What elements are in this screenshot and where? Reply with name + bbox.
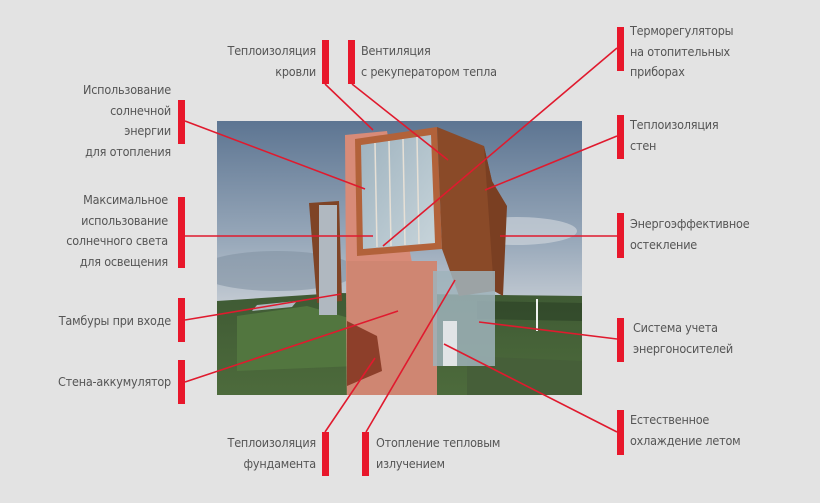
label-line: энергии — [124, 123, 171, 138]
label-metering: Система учета энергоносителей — [633, 318, 733, 359]
label-line: для отопления — [85, 143, 171, 159]
label-line: Стена-аккумулятор — [57, 374, 171, 389]
label-line: охлаждение летом — [630, 432, 741, 448]
label-line: Теплоизоляция — [630, 117, 719, 132]
label-line: Теплоизоляция — [227, 43, 317, 58]
label-line: Использование — [82, 82, 171, 97]
marker-bar-natural-cooling — [617, 410, 624, 455]
label-line: солнечной — [110, 102, 171, 118]
label-ventilation: Вентиляция с рекуператором тепла — [361, 41, 497, 82]
label-line: остекление — [630, 236, 698, 252]
label-line: фундамента — [243, 455, 317, 471]
label-line: Отопление тепловым — [376, 435, 501, 450]
marker-bar-roof-insulation — [322, 40, 329, 84]
label-line: для освещения — [79, 253, 168, 269]
label-vestibules: Тамбуры при входе — [59, 311, 171, 332]
label-line: кровли — [275, 63, 316, 79]
label-wall-insulation: Теплоизоляция стен — [630, 115, 719, 156]
label-solar-heating: Использование солнечной энергии для отоп… — [83, 80, 171, 162]
label-line: Тамбуры при входе — [58, 313, 171, 328]
marker-bar-metering — [617, 318, 624, 362]
label-line: на отопительных — [630, 43, 730, 59]
label-radiant-heating: Отопление тепловым излучением — [376, 433, 500, 474]
label-line: солнечного света — [66, 233, 168, 248]
label-line: Энергоэффективное — [630, 216, 750, 231]
marker-bar-wall-insulation — [617, 115, 624, 159]
label-roof-insulation: Теплоизоляция кровли — [227, 41, 317, 82]
marker-bar-ventilation — [348, 40, 355, 84]
label-line: Максимальное — [83, 192, 168, 207]
label-line: стен — [630, 137, 657, 153]
building-illustration — [217, 121, 582, 395]
marker-bar-foundation-insulation — [322, 432, 329, 476]
label-line: приборах — [630, 64, 685, 79]
marker-bar-solar-heating — [178, 100, 185, 144]
label-accumulator-wall: Стена-аккумулятор — [58, 372, 171, 393]
label-daylight: Максимальное использование солнечного св… — [66, 190, 168, 272]
label-line: Система учета — [633, 320, 718, 335]
marker-bar-accumulator-wall — [178, 360, 185, 404]
label-line: Теплоизоляция — [227, 435, 317, 450]
label-line: Вентиляция — [361, 43, 431, 58]
label-natural-cooling: Естественное охлаждение летом — [630, 410, 741, 451]
marker-bar-vestibules — [178, 298, 185, 342]
building-render-image — [217, 121, 582, 395]
marker-bar-daylight — [178, 197, 185, 268]
label-line: энергоносителей — [633, 340, 733, 356]
label-line: Естественное — [630, 412, 710, 427]
marker-bar-radiant-heating — [362, 432, 369, 476]
marker-bar-glazing — [617, 213, 624, 258]
label-line: использование — [81, 212, 168, 228]
label-line: с рекуператором тепла — [361, 63, 497, 79]
label-line: Терморегуляторы — [630, 23, 734, 38]
label-glazing: Энергоэффективное остекление — [630, 214, 750, 255]
label-line: излучением — [376, 455, 445, 471]
label-thermoregulators: Терморегуляторы на отопительных приборах — [630, 21, 734, 83]
label-foundation-insulation: Теплоизоляция фундамента — [227, 433, 317, 474]
marker-bar-thermoregulators — [617, 27, 624, 71]
